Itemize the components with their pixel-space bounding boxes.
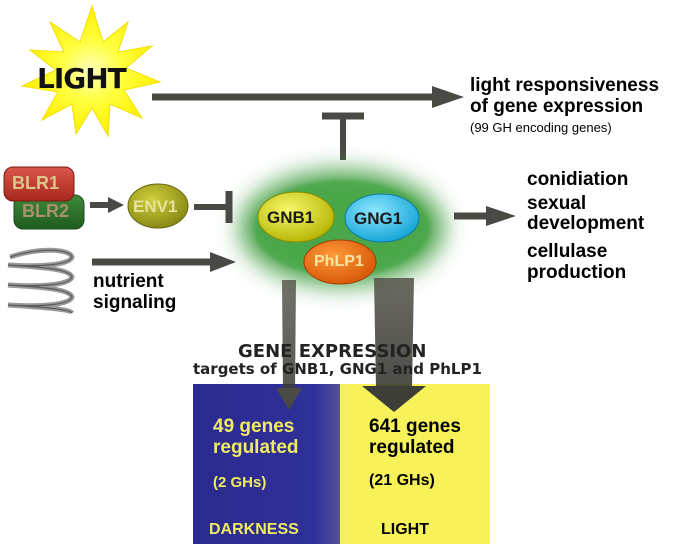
light-label: LIGHT	[381, 521, 429, 538]
output-production: production	[527, 262, 627, 283]
blr-blocks	[3, 166, 85, 230]
env1-shape	[127, 183, 189, 229]
arrow-blr-to-env1	[90, 197, 124, 213]
output-development: development	[527, 213, 645, 234]
light-burst-shape	[20, 4, 162, 138]
darkness-label: DARKNESS	[209, 521, 299, 538]
arrow-light-to-responsiveness	[152, 86, 464, 108]
output-conidiation: conidiation	[527, 169, 629, 190]
darkness-ghs: (2 GHs)	[213, 474, 267, 491]
light-genes-line1: 641 genes	[369, 416, 461, 437]
nutrient-line1: nutrient	[93, 271, 164, 292]
inhibition-complex-to-light-arrow	[322, 112, 364, 160]
nutrient-spiral-icon	[7, 247, 75, 315]
gnb1-shape	[257, 191, 335, 243]
gene-expression-title: GENE EXPRESSION	[238, 341, 427, 362]
darkness-panel	[193, 384, 345, 544]
light-burst-label: LIGHT	[37, 62, 127, 95]
arrow-complex-to-darkness	[276, 280, 302, 410]
light-genes-line2: regulated	[369, 437, 455, 458]
inhibition-env1-to-complex	[194, 191, 233, 223]
gnb1-label: GNB1	[267, 208, 315, 227]
blr2-label: BLR2	[22, 201, 70, 221]
nutrient-line2: signaling	[93, 292, 177, 313]
env1-label: ENV1	[133, 197, 178, 216]
light-ghs: (21 GHs)	[369, 472, 435, 489]
light-panel	[340, 384, 490, 544]
arrow-complex-to-light	[362, 278, 426, 412]
phlp1-label: PhLP1	[314, 253, 364, 270]
gene-expression-subtitle: targets of GNB1, GNG1 and PhLP1	[193, 360, 482, 378]
arrow-nutrient-to-complex	[92, 252, 236, 272]
output-cellulase: cellulase	[527, 241, 608, 262]
darkness-genes-line2: regulated	[213, 437, 299, 458]
responsiveness-line1: light responsiveness	[470, 75, 660, 96]
output-sexual: sexual	[527, 193, 587, 214]
gng1-label: GNG1	[354, 209, 403, 228]
phlp1-shape	[303, 239, 377, 285]
responsiveness-note: (99 GH encoding genes)	[470, 120, 612, 135]
blr1-label: BLR1	[12, 173, 60, 193]
gng1-shape	[344, 193, 420, 243]
darkness-genes-line1: 49 genes	[213, 416, 295, 437]
arrow-complex-to-outputs	[454, 206, 516, 226]
responsiveness-line2: of gene expression	[470, 96, 644, 117]
